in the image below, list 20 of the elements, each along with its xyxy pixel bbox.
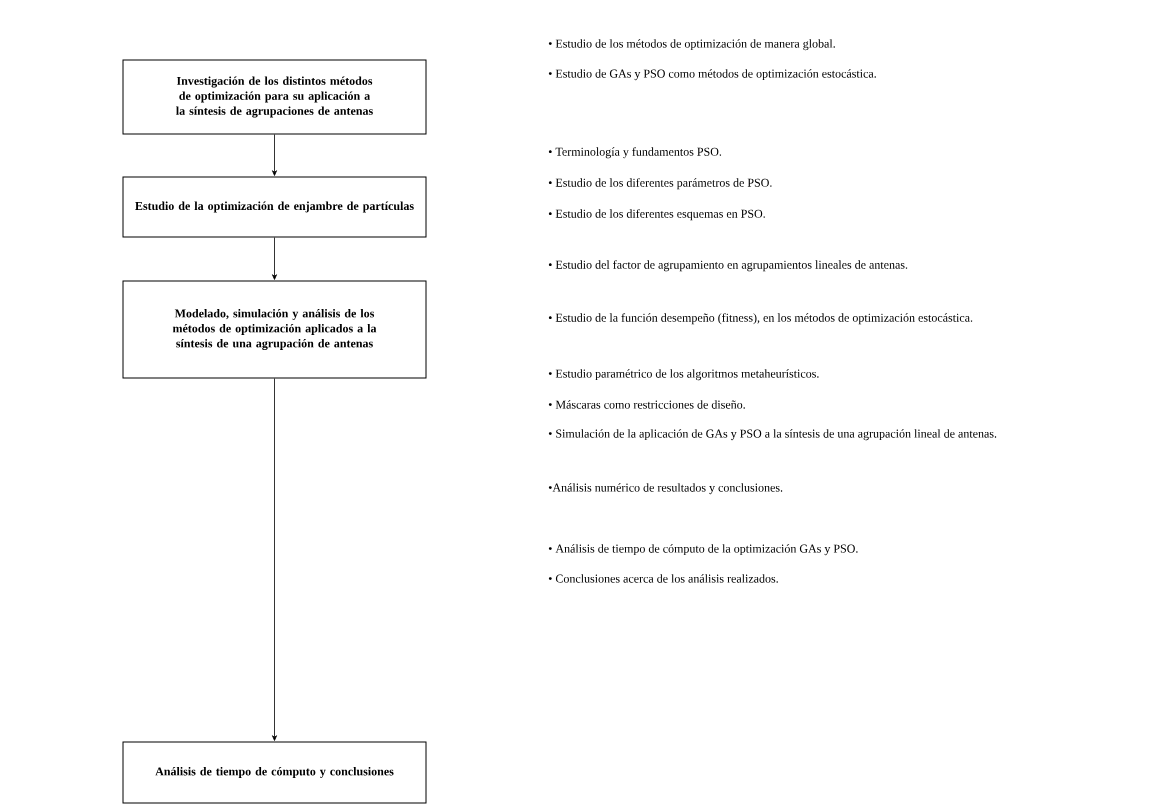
arrow [272,134,277,176]
process-box: Modelado, simulación y análisis de los métodos de optimización aplicados a la síntesis de una agrupación de antenas [122,280,427,379]
arrow [272,378,277,741]
arrow [272,237,277,280]
bullet-text: • Conclusiones acerca de los análisis realizados. [548,574,778,583]
bullet-text: • Estudio de la función desempeño (fitness), en los métodos de optimización estocástica. [548,313,973,325]
bullet-text: • Terminología y fundamentos PSO. [548,147,722,159]
bullet-text: • Estudio de GAs y PSO como métodos de optimización estocástica. [548,69,876,81]
bullet-text: •Análisis numérico de resultados y conclusiones. [548,483,783,495]
bullet-text: • Estudio del factor de agrupamiento en agrupamientos lineales de antenas. [548,260,908,272]
bullet-text: • Estudio de los diferentes esquemas en PSO. [548,209,765,221]
bullet-text: • Máscaras como restricciones de diseño. [548,400,745,409]
process-box: Investigación de los distintos métodos de optimización para su aplicación a la síntesis de agrupaciones de antenas [122,59,427,135]
process-box: Análisis de tiempo de cómputo y conclusiones [122,741,427,804]
bullet-text: • Estudio de los diferentes parámetros de PSO. [548,178,772,190]
process-box: Estudio de la optimización de enjambre de partículas [122,176,427,238]
bullet-text: • Estudio paramétrico de los algoritmos metaheurísticos. [548,369,819,381]
bullet-text: • Estudio de los métodos de optimización de manera global. [548,39,835,51]
bullet-text: • Análisis de tiempo de cómputo de la optimización GAs y PSO. [548,544,858,556]
bullet-text: • Simulación de la aplicación de GAs y PSO a la síntesis de una agrupación lineal de antenas. [548,429,997,441]
